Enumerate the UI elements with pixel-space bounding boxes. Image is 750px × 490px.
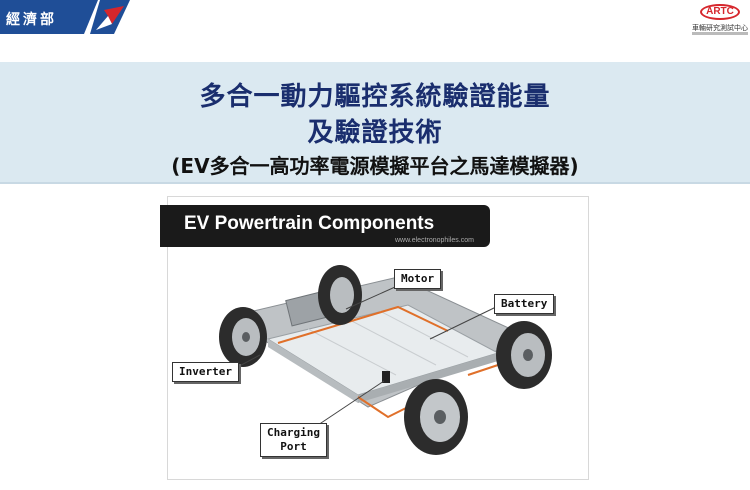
title-band: 多合一動力驅控系統驗證能量 及驗證技術 (EV多合一高功率電源模擬平台之馬達模擬…: [0, 62, 750, 184]
slide-title-line-1: 多合一動力驅控系統驗證能量: [199, 82, 551, 112]
artc-logo: ARTC 車輛研究測試中心: [692, 4, 748, 38]
moea-logo-text: 經濟部: [6, 12, 57, 28]
label-charging-line-1: Charging: [267, 426, 320, 439]
wheel-front-right: [496, 321, 552, 389]
battery-seam-3: [379, 310, 469, 358]
label-charging-port: Charging Port: [260, 423, 327, 457]
figure-title-bar: EV Powertrain Components www.electronoph…: [160, 205, 490, 247]
hv-cable-2: [357, 396, 409, 419]
label-battery: Battery: [494, 294, 555, 314]
wheel-front-left: [404, 379, 468, 455]
leader-battery: [429, 306, 497, 340]
slide-title-line-2: 及驗證技術: [307, 118, 443, 148]
top-bar: 經濟部 ARTC 車輛研究測試中心: [0, 0, 750, 36]
figure-site-credit: www.electronophiles.com: [395, 237, 474, 244]
label-motor: Motor: [394, 269, 442, 289]
hv-cable-3: [467, 364, 499, 376]
hv-cable-1: [277, 305, 449, 344]
battery-seam-1: [307, 328, 397, 376]
wheel-rear-right: [318, 265, 362, 325]
artc-logo-rule: [692, 32, 748, 35]
label-charging-line-2: Port: [280, 440, 307, 453]
label-inverter: Inverter: [172, 362, 239, 382]
wheel-rear-left: [219, 307, 267, 367]
slide-subtitle: (EV多合一高功率電源模擬平台之馬達模擬器): [171, 154, 579, 178]
ev-chassis-illustration: [219, 265, 552, 455]
charging-port-box: [382, 371, 390, 383]
figure-title: EV Powertrain Components: [184, 213, 435, 234]
ev-powertrain-figure: EV Powertrain Components www.electronoph…: [160, 196, 589, 480]
moea-emblem-icon: [84, 0, 130, 34]
artc-logo-subtitle: 車輛研究測試中心: [692, 24, 748, 32]
battery-seam-2: [347, 318, 437, 366]
battery-pack-front: [358, 353, 498, 403]
battery-pack-side: [268, 339, 358, 403]
moea-logo-box: 經濟部: [0, 0, 84, 34]
artc-logo-text: ARTC: [706, 6, 734, 17]
artc-logo-oval: ARTC: [700, 4, 740, 20]
moea-logo: 經濟部: [0, 0, 130, 36]
leader-charging-port: [317, 380, 385, 426]
